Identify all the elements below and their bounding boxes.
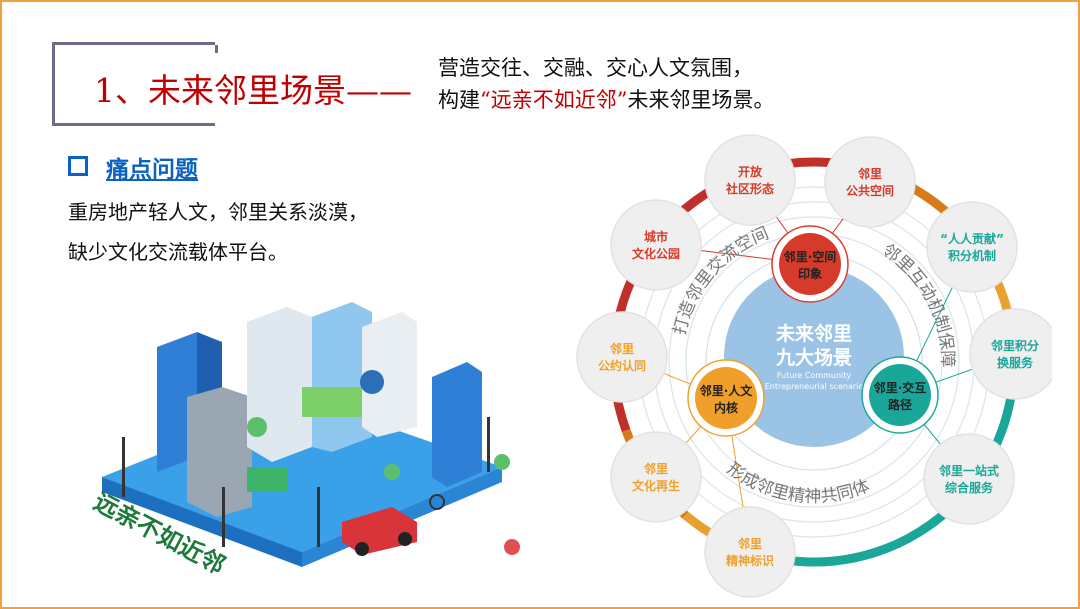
node-line-2: 综合服务 xyxy=(945,480,994,495)
node-line-1: 邻里 xyxy=(609,341,634,356)
node-line-1: 邻里 xyxy=(737,536,762,551)
guide-ring xyxy=(668,216,960,508)
node-line-1: 邻里 xyxy=(643,461,668,476)
hub-line-2: 路径 xyxy=(888,397,912,412)
node-line-1: 开放 xyxy=(738,164,763,179)
subtitle-line1: 营造交往、交融、交心人文氛围， xyxy=(438,56,753,80)
square-bullet-icon xyxy=(68,156,88,176)
node-line-2: 积分机制 xyxy=(948,248,996,263)
outer-ring-segment xyxy=(778,395,1016,567)
title-number: 1、 xyxy=(94,71,148,110)
hub-line-1: 邻里·人文 xyxy=(699,383,754,398)
arc-label: 形成邻里精神共同体 xyxy=(723,459,872,507)
hub-line-1: 邻里·交互 xyxy=(873,380,927,395)
pain-point-label: 痛点问题 xyxy=(106,157,198,183)
node-line-2: 精神标识 xyxy=(726,553,774,568)
node-line-1: “人人贡献” xyxy=(940,231,1004,246)
title-dash: —— xyxy=(346,71,412,110)
node-line-1: 城市 xyxy=(644,229,668,244)
center-circle xyxy=(724,267,904,447)
scenario-node: “人人贡献” 积分机制 xyxy=(926,201,1018,293)
node-line-1: 邻里 xyxy=(857,166,882,181)
community-illustration: 远亲不如近邻 xyxy=(89,302,520,580)
node-line-2: 公约认同 xyxy=(598,358,646,373)
node-line-2: 文化再生 xyxy=(632,478,680,493)
pain-point-description: 重房地产轻人文，邻里关系淡漠， 缺少文化交流载体平台。 xyxy=(68,192,368,272)
page-title: 1、未来邻里场景—— xyxy=(94,64,416,112)
title-text: 未来邻里场景 xyxy=(148,71,346,110)
hub-line-2: 印象 xyxy=(798,266,822,281)
pain-point-heading: 痛点问题 xyxy=(68,150,198,184)
node-line-2: 换服务 xyxy=(997,355,1034,370)
node-line-2: 社区形态 xyxy=(725,181,774,196)
subtitle-prefix: 构建 xyxy=(438,88,480,112)
node-line-1: 邻里一站式 xyxy=(938,463,999,478)
subtitle-quote: “远亲不如近邻” xyxy=(480,88,628,112)
node-line-2: 公共空间 xyxy=(846,183,894,198)
center-en-2: Entrepreneurial scenario xyxy=(765,382,864,391)
subtitle: 营造交往、交融、交心人文氛围， 构建“远亲不如近邻”未来邻里场景。 xyxy=(438,52,774,116)
hub-line-1: 邻里·空间 xyxy=(783,249,837,264)
pain-line-1: 重房地产轻人文，邻里关系淡漠， xyxy=(68,200,368,224)
title-frame xyxy=(52,42,218,126)
pain-line-2: 缺少文化交流载体平台。 xyxy=(68,240,288,264)
subtitle-suffix: 未来邻里场景。 xyxy=(627,88,775,112)
center-title-1: 未来邻里 xyxy=(775,322,852,345)
hub-line-2: 内核 xyxy=(714,400,738,415)
node-line-1: 邻里积分 xyxy=(990,338,1039,353)
center-title-2: 九大场景 xyxy=(775,346,852,369)
center-en-1: Future Community xyxy=(777,371,852,380)
node-line-2: 文化公园 xyxy=(632,246,680,261)
